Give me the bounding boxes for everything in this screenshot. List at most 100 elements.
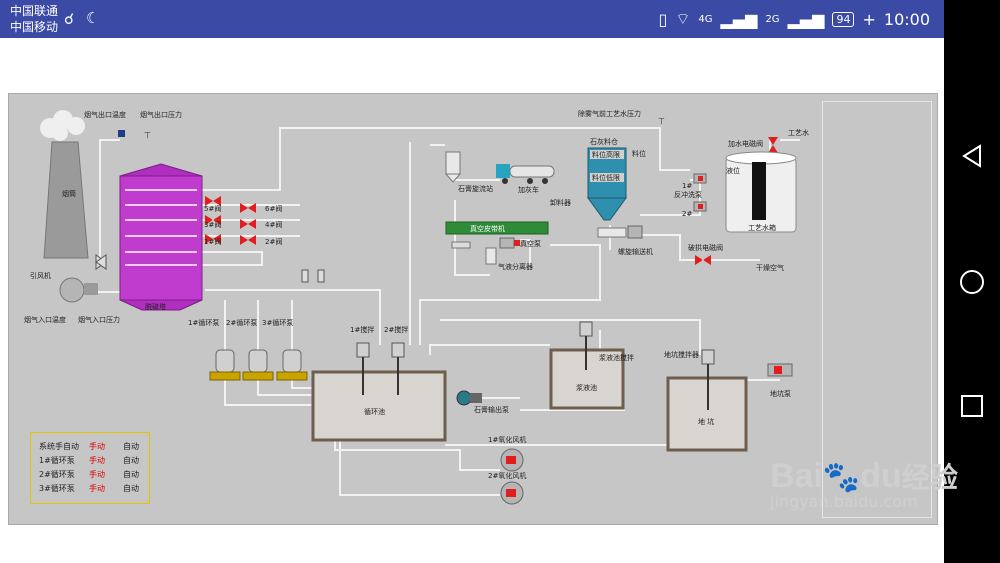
circulation-pump-2[interactable] (242, 349, 274, 381)
manual-button[interactable]: 手动 (89, 484, 105, 493)
home-button[interactable] (958, 268, 986, 296)
tower-roof (119, 163, 203, 177)
flue-outlet-temp-label: 烟气出口温度 (84, 110, 126, 119)
separator-label: 气液分离器 (498, 262, 533, 271)
agitator-2-label: 2#搅拌 (384, 325, 408, 334)
auto-button[interactable]: 自动 (123, 484, 139, 493)
agitator-1-label: 1#搅拌 (350, 325, 374, 334)
level-high-box (590, 150, 624, 159)
level-low-label: 料位低限 (592, 173, 620, 182)
tower-label: 脱硫塔 (145, 302, 166, 311)
side-panel (822, 101, 932, 518)
flush-pump-2[interactable] (693, 201, 707, 212)
back-button[interactable] (958, 142, 986, 170)
pit-pump[interactable] (767, 363, 793, 377)
gypsum-output-pump[interactable] (456, 390, 482, 406)
flush-pump-1-label: 1# (682, 182, 692, 190)
oxidation-fan-2[interactable] (500, 481, 524, 505)
valve-3-label: 3#阀 (204, 220, 221, 229)
induced-fan-label: 引风机 (30, 271, 51, 280)
chimney-label: 烟筒 (62, 189, 76, 198)
arch-valve-label: 破拱电磁阀 (688, 243, 723, 252)
water-valve-label: 加水电磁阀 (728, 139, 763, 148)
level-meters (301, 269, 325, 283)
signal-label-1: 4G (698, 13, 713, 25)
manual-button[interactable]: 手动 (89, 470, 105, 479)
pit-label: 地 坑 (698, 417, 714, 426)
agitator-1[interactable] (356, 342, 370, 395)
manual-button[interactable]: 手动 (89, 456, 105, 465)
watermark-cn: 经验 (901, 461, 958, 494)
charging-icon: + (862, 9, 876, 29)
inlet-valve-icon[interactable] (95, 254, 107, 270)
arch-breaking-valve[interactable] (695, 255, 711, 265)
recents-button[interactable] (958, 392, 986, 420)
vacuum-belt-filter[interactable] (445, 221, 549, 235)
auto-button[interactable]: 自动 (123, 456, 139, 465)
notification-icon: ☌ (64, 10, 75, 28)
spray-valves[interactable] (205, 196, 256, 245)
water-tank-label: 工艺水箱 (748, 223, 776, 232)
flush-pump-2-label: 2# (682, 210, 692, 218)
lime-truck (496, 164, 555, 184)
legend-row: 3#循环泵 手动 自动 (31, 481, 149, 495)
level-low-box (590, 173, 624, 182)
carrier-1: 中国联通 (10, 4, 59, 18)
valve-6-label: 6#阀 (265, 204, 282, 213)
circ-pump-2-label: 2#循环泵 (226, 318, 257, 327)
legend-row: 1#循环泵 手动 自动 (31, 453, 149, 467)
temp-sensor-icon (118, 130, 125, 137)
screw-conveyor-label: 螺旋输送机 (618, 247, 653, 256)
legend-row: 系统手自动 手动 自动 (31, 439, 149, 453)
baidu-watermark: Bai🐾du经验 jingyan.baidu.com (770, 456, 958, 511)
slurry-agitator[interactable] (579, 321, 593, 370)
vacuum-pump-label: 真空泵 (520, 239, 541, 248)
circulation-tank-label: 循环池 (364, 407, 385, 416)
desulfurization-tower-body (119, 175, 203, 301)
vacuum-belt-label: 真空皮带机 (470, 224, 505, 233)
oxidation-fan-1[interactable] (500, 448, 524, 472)
battery-indicator: 94 (832, 11, 855, 27)
demister-gauge-icon: ⊤ (658, 117, 665, 126)
watermark-url: jingyan.baidu.com (770, 492, 918, 511)
screw-conveyor[interactable] (597, 225, 643, 239)
vibrate-icon: ▯ (658, 9, 668, 29)
auto-button[interactable]: 自动 (123, 442, 139, 451)
signal-icon-1: ▂▄▆ (720, 9, 758, 29)
signal-icon-2: ▂▄▆ (787, 9, 825, 29)
level-high-label: 料位高限 (592, 150, 620, 159)
lime-silo-label: 石灰料仓 (590, 137, 618, 146)
unloader-label: 卸料器 (550, 198, 571, 207)
clock: 10:00 (883, 9, 930, 29)
valve-1-label: 1#阀 (204, 237, 221, 246)
circ-pump-3-label: 3#循环泵 (262, 318, 293, 327)
demister-pressure-label: 除雾气前工艺水压力 (578, 109, 641, 118)
oxidation-fan-2-label: 2#氧化风机 (488, 471, 526, 480)
auto-button[interactable]: 自动 (123, 470, 139, 479)
legend-name: 3#循环泵 (39, 484, 75, 493)
induced-fan[interactable] (59, 277, 98, 303)
manual-button[interactable]: 手动 (89, 442, 105, 451)
pit-agitator[interactable] (701, 349, 715, 410)
circulation-tank (311, 370, 447, 442)
gypsum-pump-label: 石膏输出泵 (474, 405, 509, 414)
gypsum-cyclone[interactable] (444, 151, 462, 183)
carrier-2: 中国移动 (10, 20, 59, 34)
flush-pump-1[interactable] (693, 173, 707, 184)
smoke-cloud (40, 110, 85, 141)
circulation-pump-1[interactable] (209, 349, 241, 381)
spray-layers (125, 189, 197, 266)
agitator-2[interactable] (391, 342, 405, 395)
paw-icon: 🐾 (822, 460, 861, 495)
slurry-agitator-label: 浆液池搅拌 (599, 353, 634, 362)
vacuum-pump[interactable] (499, 237, 520, 249)
circ-pump-1-label: 1#循环泵 (188, 318, 219, 327)
lime-truck-label: 加灰车 (518, 185, 539, 194)
wifi-icon: ⌔ (675, 9, 691, 28)
valve-4-label: 4#阀 (265, 220, 282, 229)
oxidation-fan-1-label: 1#氧化风机 (488, 435, 526, 444)
status-bar: 中国联通 中国移动 ☌ ☾ ▯ ⌔ 4G ▂▄▆ 2G ▂▄▆ 94 + 10:… (0, 0, 944, 38)
circulation-pump-3[interactable] (276, 349, 308, 381)
water-solenoid-valve[interactable] (768, 137, 778, 153)
legend-row: 2#循环泵 手动 自动 (31, 467, 149, 481)
